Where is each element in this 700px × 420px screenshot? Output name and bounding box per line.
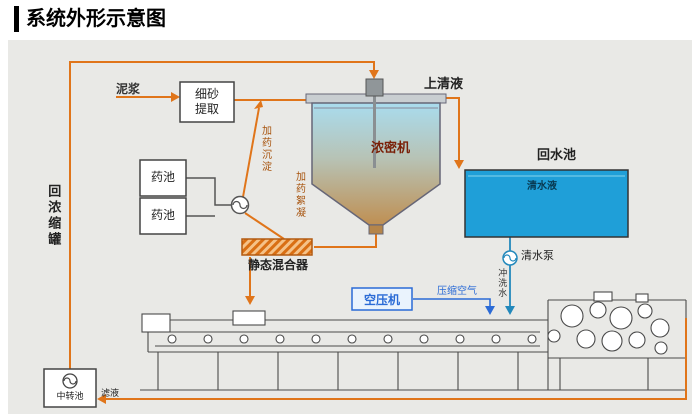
mud-label: 泥浆: [116, 82, 141, 96]
flow-arrowheads: [97, 70, 464, 404]
air-compressor-label: 空压机: [363, 293, 400, 307]
compressed-air-label: 压缩空气: [437, 286, 477, 297]
thickener-tank: [305, 78, 447, 235]
static-mixer-label: 静态混合器: [247, 258, 308, 272]
dosing-pump-icon: [230, 195, 250, 215]
air-compressor-box: [351, 287, 413, 311]
chem-pool-box-2: [139, 197, 187, 235]
dose-sediment-label: 加药沉淀: [259, 125, 271, 173]
return-concentrate-tank-label: 回浓缩罐: [46, 184, 62, 248]
supernatant-label: 上清液: [424, 76, 464, 91]
thickener-motor: [365, 78, 384, 97]
thickener-label: 浓密机: [371, 140, 411, 155]
flow-lines: [69, 61, 687, 400]
transfer-pool-box: [43, 368, 97, 408]
sand-extraction-label-line2: 提取: [194, 102, 219, 116]
clean-water-arrowhead: [505, 306, 515, 315]
dosing-lines: [186, 177, 231, 217]
filtrate-label: 滤液: [101, 388, 120, 398]
chem-pool-label-2: 药池: [150, 208, 175, 222]
compressed-air-arrowhead: [485, 306, 495, 315]
belt-filter-press: [140, 291, 687, 391]
clean-water-pump-icon: [502, 250, 518, 266]
thickener-spout: [368, 224, 384, 235]
compressed-air-line: [413, 298, 491, 307]
clear-water-label: 清水液: [527, 181, 557, 192]
dose-flocculation-label: 加药絮凝: [293, 171, 305, 219]
chem-pool-label-1: 药池: [150, 170, 175, 184]
sand-extraction-box: [179, 81, 235, 123]
return-pool-label: 回水池: [537, 147, 577, 162]
flush-water-label: 冲洗水: [497, 268, 508, 298]
chem-pool-box-1: [139, 159, 187, 197]
return-water-pool: [464, 169, 629, 238]
sand-extraction-label-line1: 细砂: [194, 87, 219, 101]
clean-water-pump-label: 清水泵: [521, 250, 554, 262]
sand-extraction-label: 细砂 提取: [180, 87, 234, 117]
transfer-pool-label: 中转池: [56, 391, 84, 401]
page-title: 系统外形示意图: [14, 6, 166, 32]
static-mixer-bar: [241, 238, 313, 256]
